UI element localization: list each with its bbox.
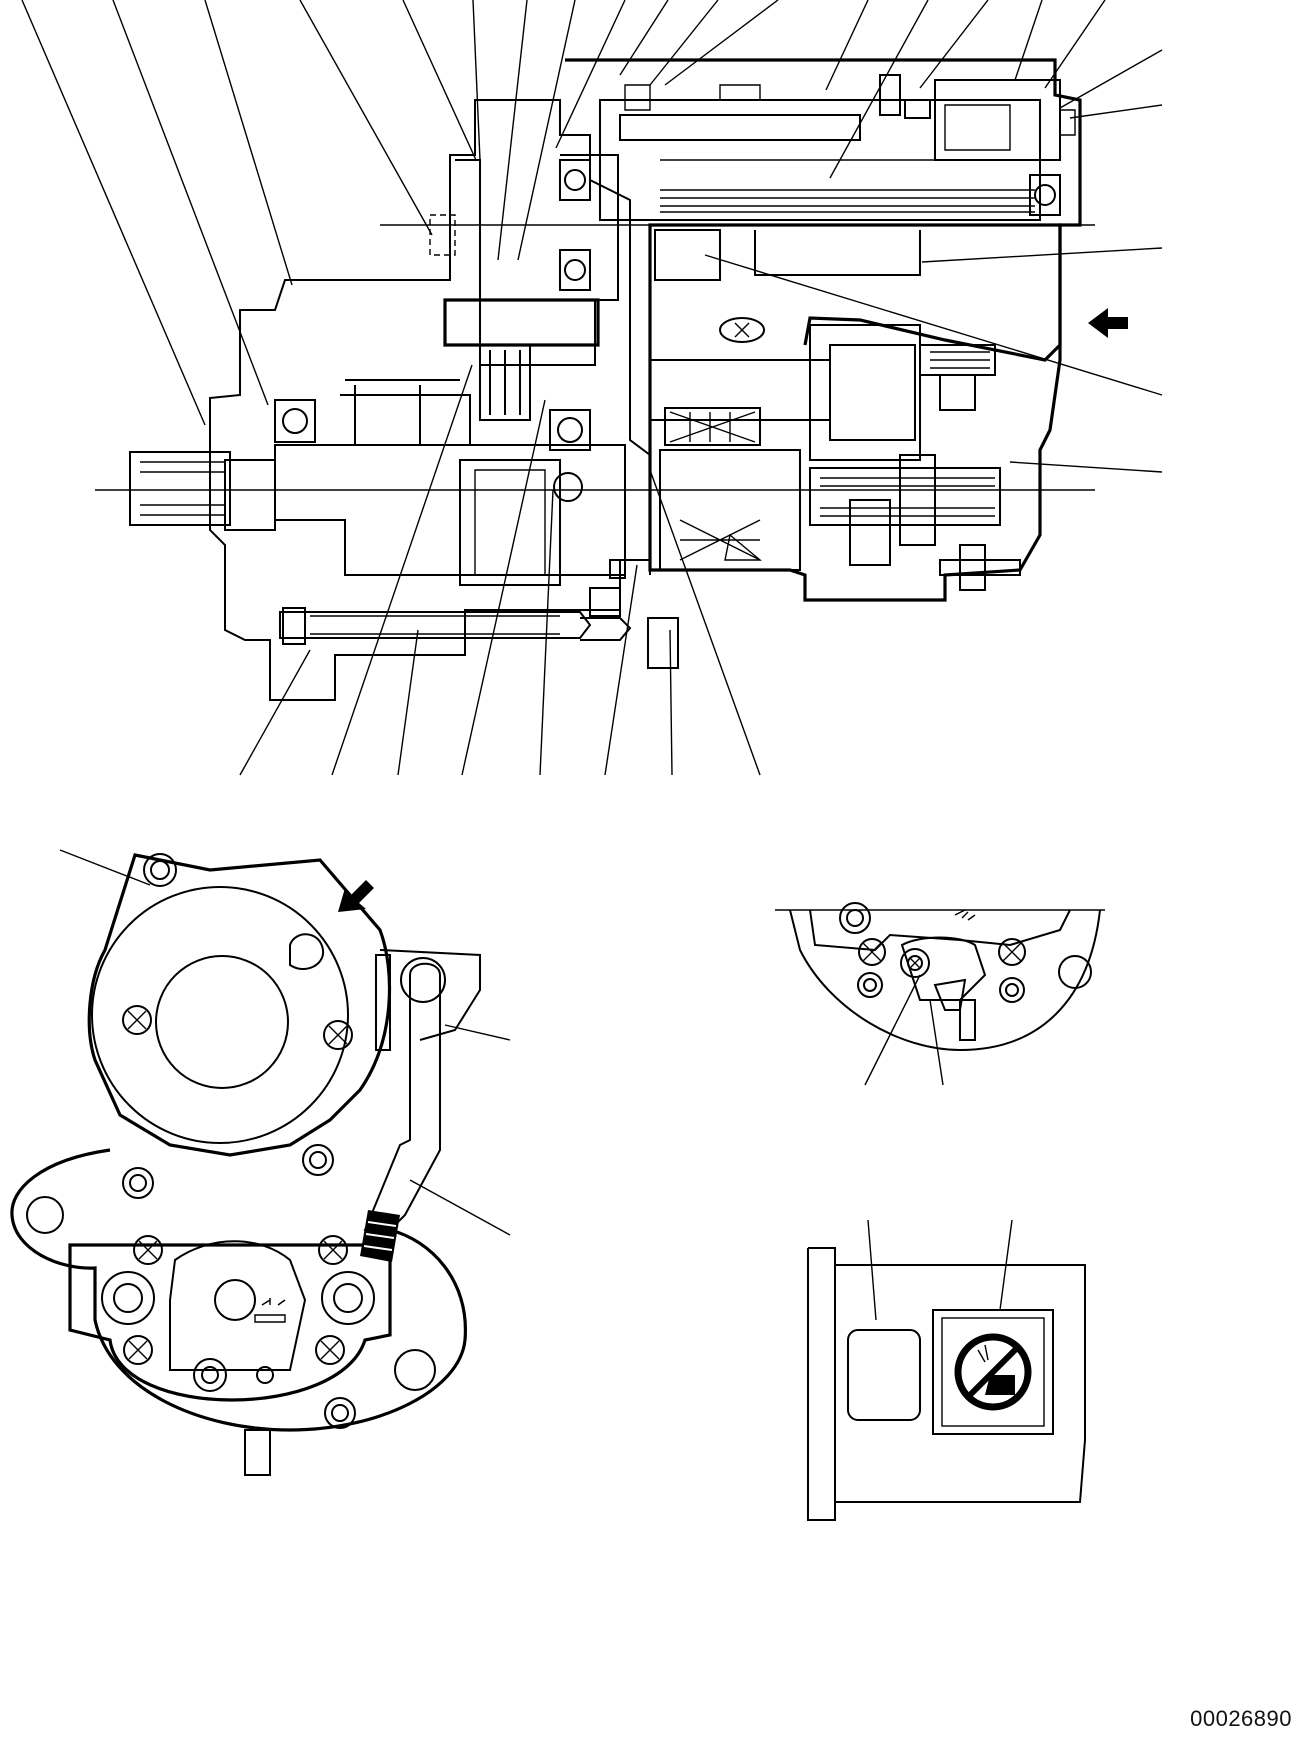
plunger [809, 467, 1001, 526]
rear-bracket [934, 79, 1061, 161]
bearings [274, 159, 1061, 502]
terminal-stud [939, 559, 1021, 576]
drawing-number: 00026890 [1190, 1706, 1292, 1731]
bolt-nut [647, 617, 679, 669]
prohibition-symbol-icon [954, 1333, 1032, 1411]
direction-arrow-icon [1088, 308, 1128, 338]
switch-body [68, 1243, 392, 1402]
rear-end-view [10, 849, 511, 1476]
bottom-leader-lines [239, 364, 761, 776]
terminal-detail-view [775, 902, 1105, 1086]
mounting-flange [10, 1148, 467, 1432]
overrunning-clutch [274, 444, 626, 576]
top-leader-lines [21, 0, 1163, 473]
idler-gear [443, 298, 600, 347]
brush-holder [619, 114, 861, 141]
direction-arrow-icon [338, 880, 374, 912]
output-shaft [129, 451, 231, 526]
gear-case [455, 154, 619, 366]
through-bolt [279, 611, 592, 639]
armature-outline [599, 99, 1041, 221]
label-detail-view [807, 1219, 1086, 1521]
blank-label [847, 1329, 921, 1421]
warning-label [932, 1309, 1054, 1435]
cross-section-view [21, 0, 1163, 776]
hex-bolts [101, 1144, 375, 1429]
cross-screw-icon [122, 1005, 353, 1365]
wire-clip [360, 1210, 400, 1262]
